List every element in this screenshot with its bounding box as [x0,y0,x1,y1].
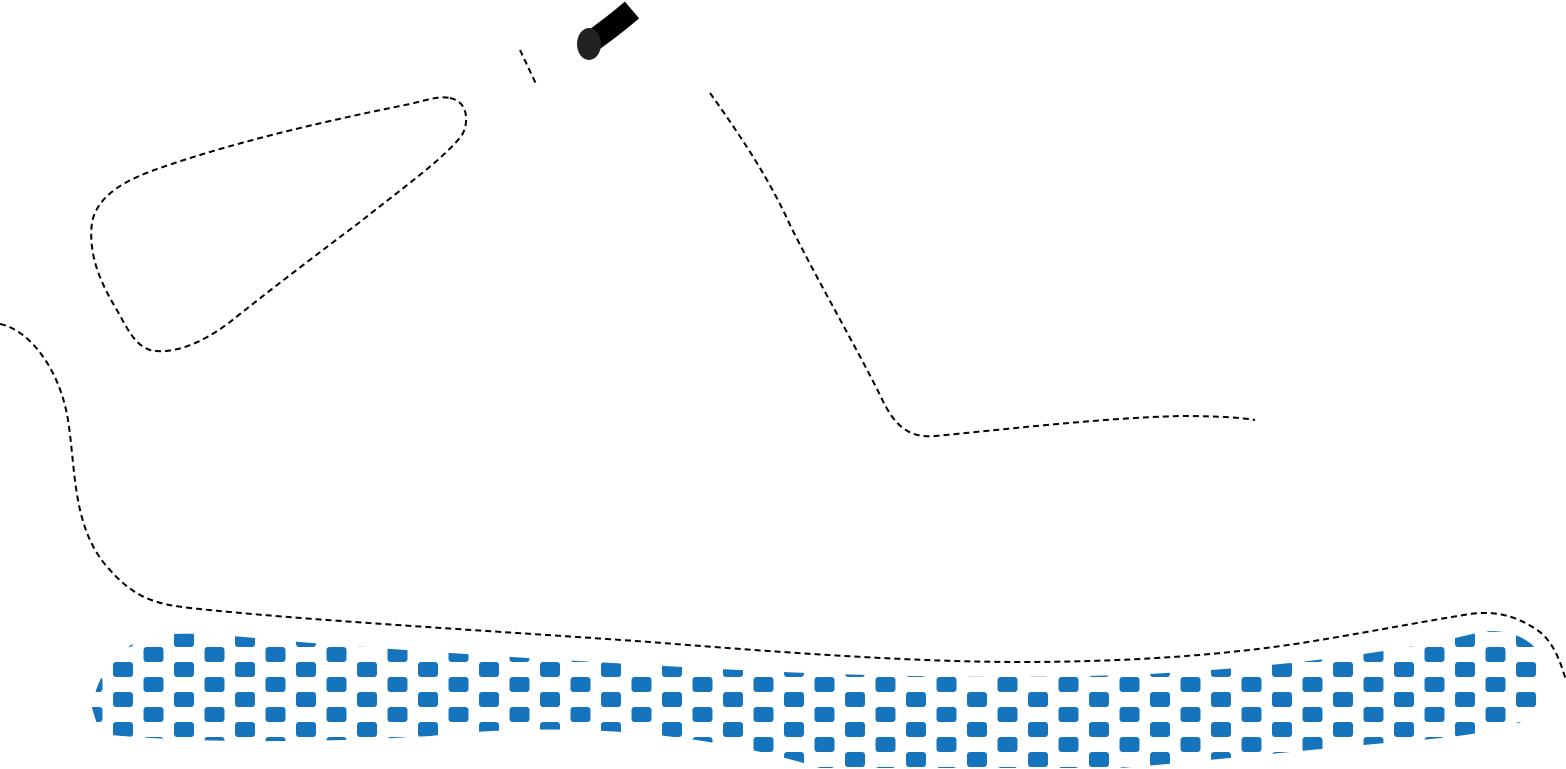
left-loop-outline [90,96,468,353]
lace-tip [577,1,640,60]
sole-pattern [92,631,1545,768]
body-outline [0,323,1566,681]
diagonal-outline [709,92,1256,438]
top-short-dash [519,49,538,87]
